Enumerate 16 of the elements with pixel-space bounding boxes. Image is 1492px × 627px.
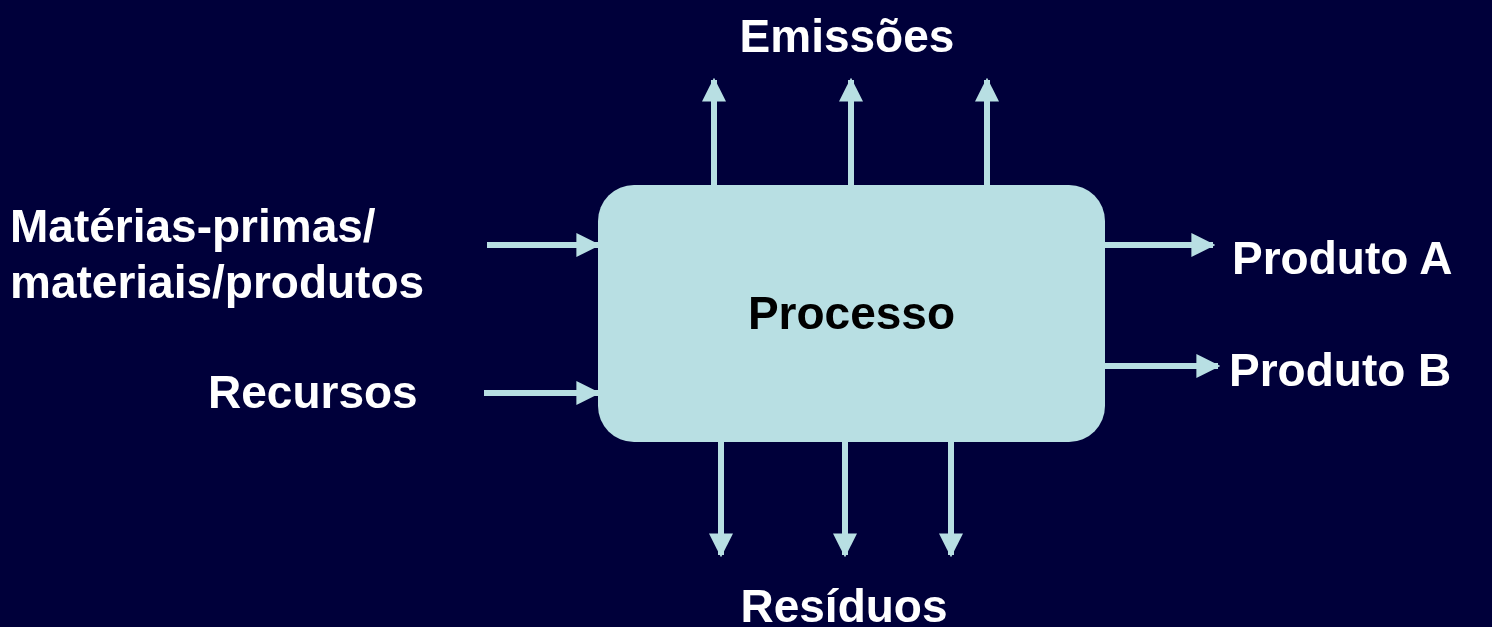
- arrow: [839, 77, 863, 185]
- arrow: [702, 77, 726, 185]
- flow-label: Produto B: [1229, 344, 1452, 396]
- flow-label: Emissões: [739, 10, 955, 62]
- process-box: [598, 185, 1105, 442]
- flow-label: Produto A: [1232, 232, 1453, 284]
- arrow: [1105, 354, 1221, 378]
- process-label: Processo: [747, 286, 956, 342]
- arrow: [709, 442, 733, 558]
- arrow: [939, 442, 963, 558]
- flow-label: Recursos: [208, 366, 418, 418]
- arrow: [975, 77, 999, 185]
- flow-label: Matérias-primas/ materiais/produtos: [10, 200, 425, 309]
- arrow: [833, 442, 857, 558]
- flow-label: Resíduos: [740, 580, 948, 627]
- arrow: [1105, 233, 1216, 257]
